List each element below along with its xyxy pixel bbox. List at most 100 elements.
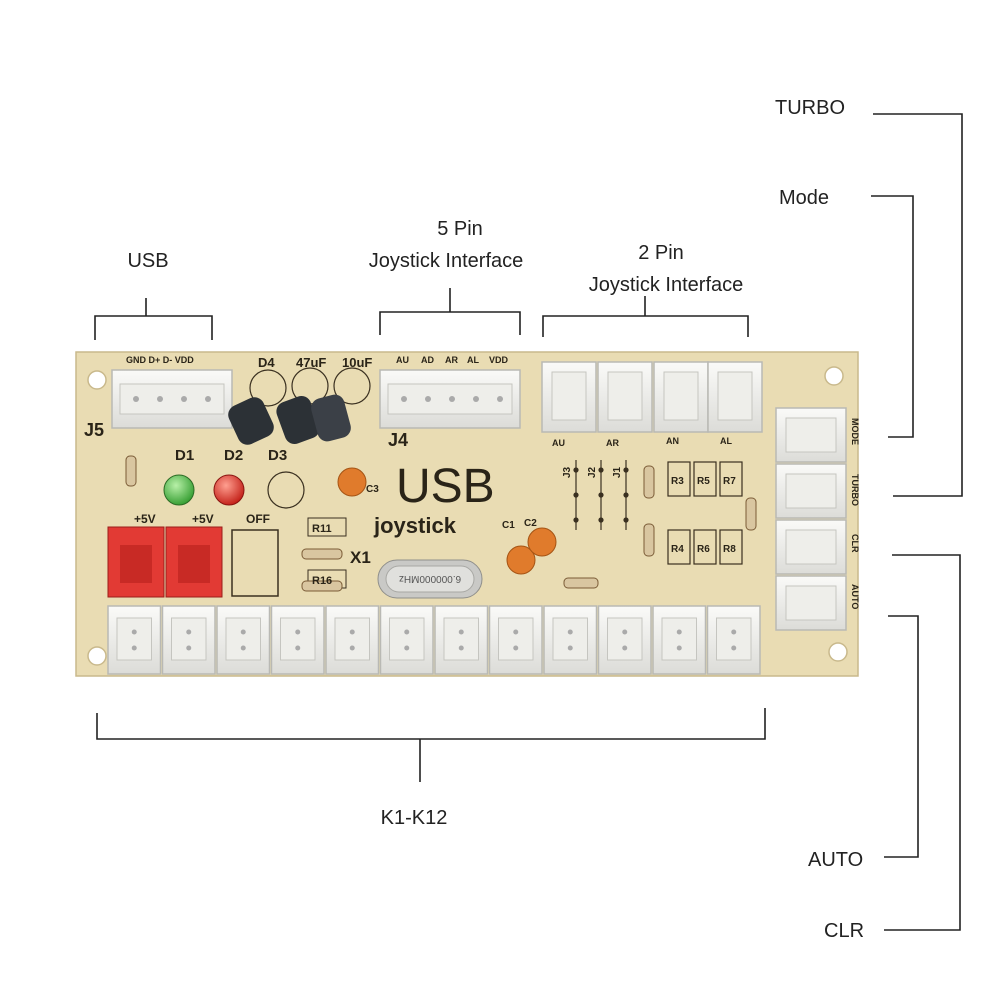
callout-2pin-line1: 2 Pin (638, 242, 684, 264)
mode-line (871, 195, 914, 438)
silk-j3: J3 (562, 466, 573, 478)
callout-5pin-line2: Joystick Interface (368, 250, 524, 272)
k-connector-pin (295, 629, 301, 635)
board-title-joystick: joystick (373, 513, 457, 538)
usb-connector (111, 369, 233, 429)
k-connector-pin (349, 629, 355, 635)
k-connector-pin (295, 645, 301, 651)
k-connector-socket (280, 617, 316, 661)
k-connector-socket (443, 617, 479, 661)
resistor-labels (301, 517, 347, 592)
k-connector-pin (622, 629, 628, 635)
pin-ad: AD (421, 355, 434, 365)
silk-r7: R7 (723, 476, 736, 487)
silk-47uf: 47uF (296, 355, 326, 370)
callout-k1-k12: K1-K12 (380, 807, 448, 829)
k-connector-pin (349, 645, 355, 651)
board-title-usb: USB (396, 460, 495, 513)
silk-mode-side: MODE (850, 418, 860, 445)
k-connector-pin (676, 645, 682, 651)
callout-lines (94, 113, 963, 931)
k-connector-pin (186, 629, 192, 635)
silk-j4: J4 (388, 430, 408, 450)
k-connector-socket (498, 617, 534, 661)
k-connector-pin (240, 629, 246, 635)
mounting-holes (87, 366, 848, 666)
k-connector-socket (334, 617, 370, 661)
pin-vdd: VDD (489, 355, 509, 365)
silk-d2: D2 (224, 447, 243, 464)
silk-al2: AL (720, 436, 732, 446)
five-pin-bracket (379, 288, 521, 335)
callout-auto: AUTO (808, 849, 864, 871)
electrolytic-capacitors (228, 367, 371, 445)
silk-c1: C1 (502, 520, 515, 531)
crystal-label: 6.000000MHz (399, 573, 461, 584)
k-connector-pin (131, 645, 137, 651)
clr-line (884, 554, 961, 931)
silk-10uf: 10uF (342, 355, 372, 370)
five-pin-connector (379, 369, 521, 429)
silk-j1: J1 (612, 466, 623, 478)
silk-j2: J2 (587, 466, 598, 478)
silk-r16: R16 (312, 575, 332, 587)
k-connector-socket (116, 617, 152, 661)
k-range-bracket (96, 708, 766, 782)
k-connector-pin (513, 629, 519, 635)
callout-clr: CLR (824, 920, 865, 942)
k-connector-pin (567, 629, 573, 635)
silk-c3: C3 (366, 484, 379, 495)
k-connector-pin (731, 645, 737, 651)
k-connectors (107, 605, 761, 675)
leds (163, 471, 305, 509)
silk-au2: AU (552, 438, 565, 448)
callout-usb: USB (127, 250, 169, 272)
side-connectors (775, 407, 847, 631)
silk-ar2: AR (606, 438, 619, 448)
k-connector-pin (404, 645, 410, 651)
red-switches (107, 526, 279, 598)
two-pin-connectors (541, 361, 763, 433)
k-connector-pin (513, 645, 519, 651)
k-connector-pin (404, 629, 410, 635)
k-connector-socket (661, 617, 697, 661)
callout-5pin-line1: 5 Pin (437, 218, 483, 240)
ceramic-capacitors (337, 467, 557, 575)
k-connector-socket (716, 617, 752, 661)
silk-d4: D4 (258, 355, 275, 370)
silk-r4: R4 (671, 544, 684, 555)
k-connector-socket (225, 617, 261, 661)
pin-au: AU (396, 355, 409, 365)
silk-an: AN (666, 436, 679, 446)
pin-ar: AR (445, 355, 458, 365)
k-connector-pin (240, 645, 246, 651)
k-connector-socket (552, 617, 588, 661)
k-connector-pin (676, 629, 682, 635)
silk-5v-a: +5V (134, 512, 156, 526)
callout-mode: Mode (779, 187, 830, 209)
silk-r8: R8 (723, 544, 736, 555)
silk-auto-side: AUTO (850, 584, 860, 609)
silk-r11: R11 (312, 523, 332, 535)
usb-pin-labels: GND D+ D- VDD (126, 355, 194, 365)
usb-bracket (94, 298, 213, 340)
k-connector-pin (131, 629, 137, 635)
silk-d1: D1 (175, 447, 194, 464)
silk-c2: C2 (524, 518, 537, 529)
crystal (377, 559, 483, 599)
k-connector-pin (458, 629, 464, 635)
callout-turbo: TURBO (775, 97, 845, 119)
k-connector-socket (607, 617, 643, 661)
k-connector-socket (171, 617, 207, 661)
silk-r5: R5 (697, 476, 710, 487)
silk-x1: X1 (350, 548, 371, 567)
silk-5v-b: +5V (192, 512, 214, 526)
pin-al: AL (467, 355, 479, 365)
silk-d3: D3 (268, 447, 287, 464)
silk-r3: R3 (671, 476, 684, 487)
silk-turbo-side: TURBO (850, 474, 860, 506)
silk-off: OFF (246, 512, 270, 526)
k-connector-pin (731, 629, 737, 635)
turbo-line (873, 113, 963, 497)
